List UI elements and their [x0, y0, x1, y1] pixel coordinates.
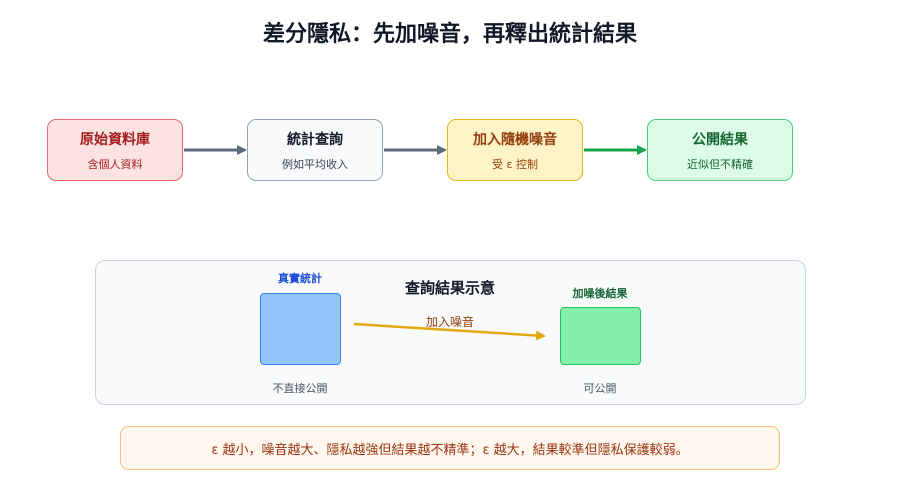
noise-arrow-label: 加入噪音	[425, 315, 474, 329]
step-sublabel: 受 ε 控制	[492, 157, 538, 171]
step-statistical-query: 統計查詢 例如平均收入	[247, 119, 383, 181]
epsilon-note: ε 越小，噪音越大、隱私越強但結果越不精準；ε 越大，結果較準但隱私保護較弱。	[120, 426, 780, 470]
true-statistic-box	[260, 293, 341, 365]
noisy-result-box	[560, 307, 641, 365]
step-add-noise: 加入隨機噪音 受 ε 控制	[447, 119, 583, 181]
step-label: 統計查詢	[287, 131, 343, 148]
true-statistic-label: 真實統計	[278, 272, 322, 285]
step-label: 原始資料庫	[80, 131, 150, 148]
panel-title: 查詢結果示意	[404, 279, 495, 297]
noisy-result-label: 加噪後結果	[572, 287, 628, 300]
noise-arrow-line	[353, 322, 546, 341]
step-label: 加入隨機噪音	[473, 131, 557, 148]
step-sublabel: 近似但不精確	[687, 157, 753, 171]
step-public-result: 公開結果 近似但不精確	[647, 119, 793, 181]
epsilon-note-text: ε 越小，噪音越大、隱私越強但結果越不精準；ε 越大，結果較準但隱私保護較弱。	[211, 442, 689, 458]
step-sublabel: 例如平均收入	[282, 157, 348, 171]
diagram-title: 差分隱私：先加噪音，再釋出統計結果	[262, 22, 637, 47]
step-label: 公開結果	[692, 131, 748, 148]
step-sublabel: 含個人資料	[87, 157, 143, 171]
step-raw-database: 原始資料庫 含個人資料	[47, 119, 183, 181]
noisy-result-caption: 可公開	[583, 382, 617, 395]
true-statistic-caption: 不直接公開	[272, 382, 328, 395]
query-result-panel	[95, 260, 806, 405]
